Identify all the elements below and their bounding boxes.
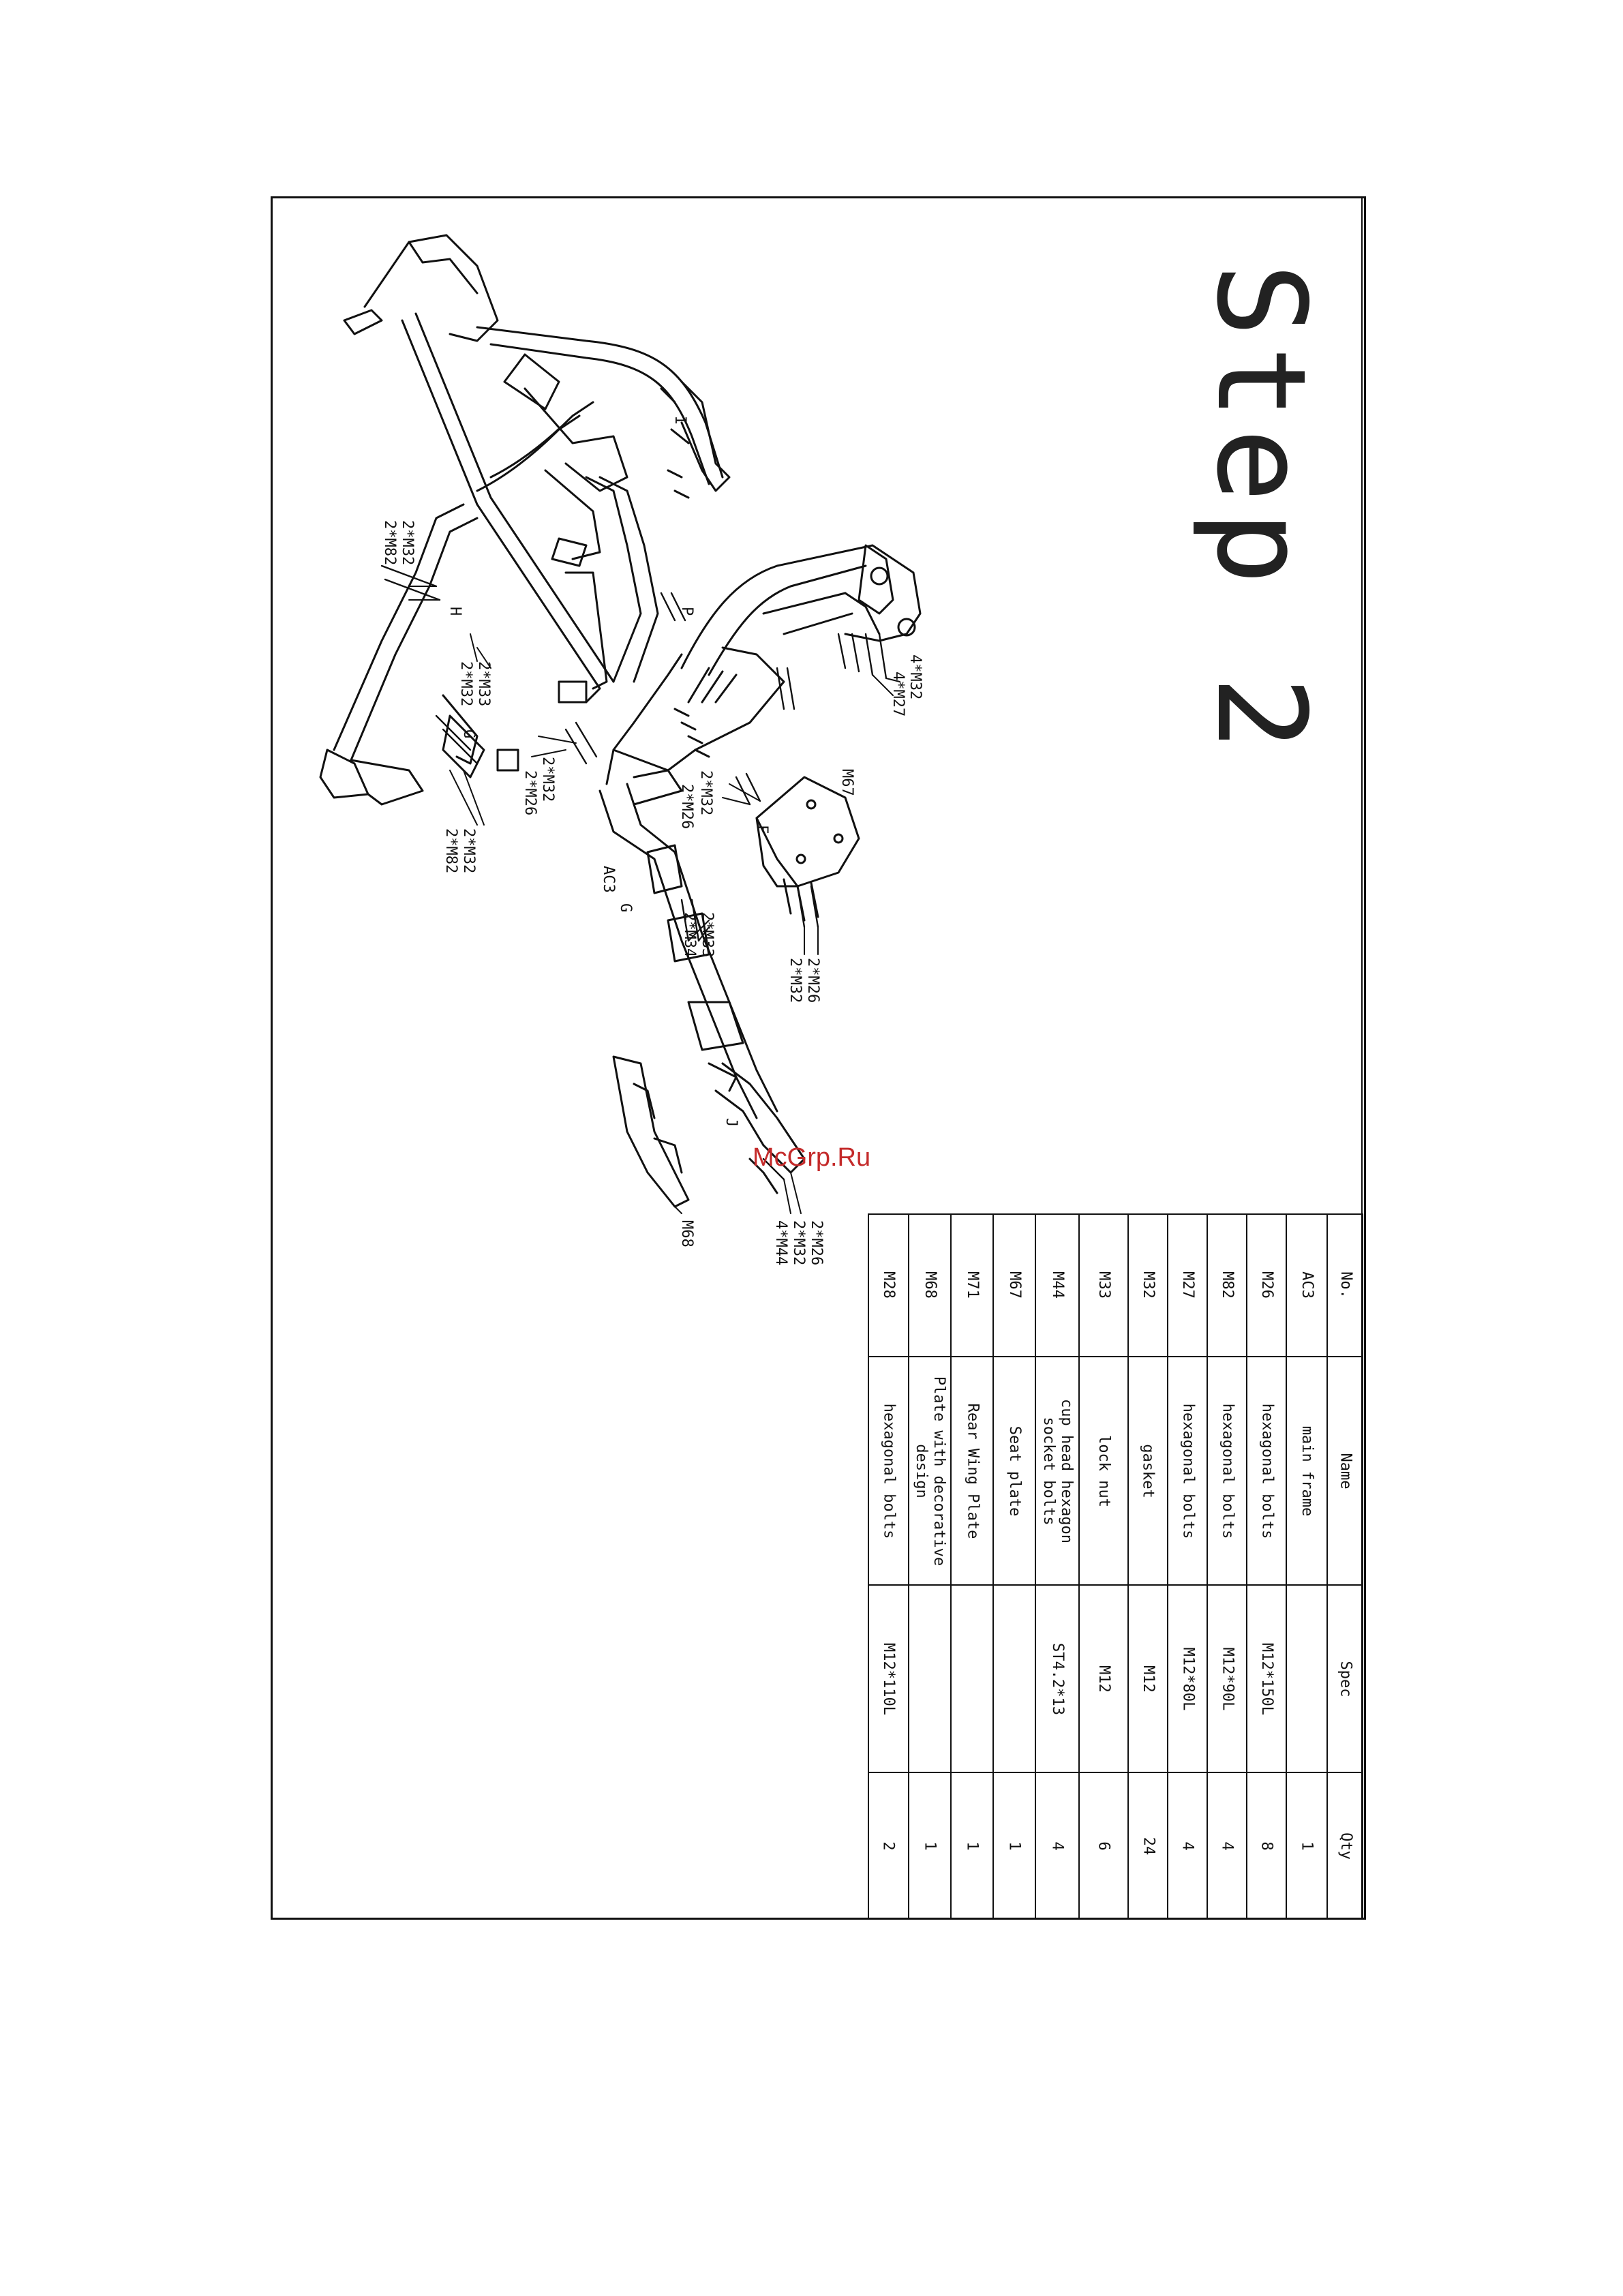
upright-column	[605, 544, 922, 806]
decorative-plate-m68	[612, 1055, 690, 1208]
table-cell-spec	[1286, 1585, 1327, 1772]
table-cell-name: main frame	[1299, 1425, 1316, 1516]
callout-label: 2*M32	[539, 757, 556, 802]
callout-label: 4*M27	[890, 671, 907, 717]
part-letter-label: G	[617, 903, 634, 913]
page-title: Step 2	[1190, 263, 1332, 759]
drawing-sheet-border	[271, 196, 1366, 1920]
callout-label: 2*M26	[804, 958, 821, 1003]
table-cell-name: lock nut	[1095, 1434, 1112, 1507]
table-cell-no: M71	[964, 1271, 981, 1299]
callout-label: 2*M82	[442, 828, 459, 874]
callout-label: 2*M32	[399, 520, 416, 566]
table-cell-no: M67	[1006, 1271, 1023, 1299]
callout-label: 2*M33	[475, 661, 492, 707]
callout-label: M68	[678, 1220, 695, 1248]
table-cell-no: M26	[1258, 1271, 1275, 1299]
table-cell-name: cup head hexagon socket bolts	[1040, 1398, 1076, 1543]
seat-plate-m67	[755, 776, 860, 922]
callout-label: 2*M26	[521, 770, 539, 816]
table-cell-name: hexagonal bolts	[1258, 1403, 1275, 1539]
table-cell-no: M28	[880, 1271, 897, 1299]
callout-label: 2*M34	[681, 912, 698, 958]
table-header-qty: Qty	[1337, 1832, 1354, 1860]
table-cell-name: hexagonal bolts	[1179, 1403, 1196, 1539]
table-cell-name: Seat plate	[1006, 1425, 1024, 1516]
part-letter-label: I	[671, 416, 688, 425]
callout-label: 4*M44	[772, 1220, 789, 1266]
table-cell-spec: M12*80L	[1179, 1647, 1196, 1710]
callout-label: 2*M82	[381, 520, 398, 566]
table-cell-spec	[909, 1585, 951, 1772]
table-cell-qty: 24	[1140, 1837, 1157, 1856]
table-cell-spec: M12	[1095, 1665, 1112, 1693]
table-header-name: Name	[1337, 1453, 1354, 1489]
table-cell-spec: M12	[1140, 1665, 1157, 1693]
callout-label: M67	[838, 769, 855, 796]
table-cell-spec: ST4.2*13	[1049, 1642, 1066, 1715]
table-cell-spec: M12*90L	[1219, 1647, 1236, 1710]
callout-label: 2*M32	[460, 828, 477, 874]
part-letter-label: P	[678, 607, 695, 616]
part-letter-label: F	[753, 825, 770, 834]
base-frame-assembly	[319, 234, 731, 806]
table-cell-no: M68	[922, 1271, 939, 1299]
table-cell-no: AC3	[1299, 1271, 1316, 1299]
inclined-rail	[598, 783, 806, 1194]
parts-table: No. Name Spec Qty AC3 main frame 1 M26 h…	[868, 1213, 1363, 1920]
table-cell-qty: 1	[922, 1841, 939, 1851]
callout-label: 2*M32	[697, 770, 714, 816]
table-cell-qty: 8	[1258, 1841, 1275, 1851]
table-cell-spec: M12*150L	[1258, 1642, 1275, 1715]
watermark-text: McGrp.Ru	[753, 1143, 871, 1172]
table-cell-name: gasket	[1140, 1443, 1157, 1498]
table-cell-qty: 6	[1095, 1841, 1112, 1851]
table-cell-qty: 4	[1049, 1841, 1066, 1851]
parts-table-grid	[868, 1213, 1363, 1920]
table-cell-no: M82	[1219, 1271, 1236, 1299]
callout-label: 2*M26	[678, 784, 695, 830]
part-letter-label: J	[723, 1118, 740, 1128]
table-cell-name: hexagonal bolts	[1219, 1403, 1236, 1539]
part-letter-label: H	[446, 607, 464, 616]
callout-label: 2*M33	[699, 912, 716, 958]
table-cell-spec	[993, 1585, 1035, 1772]
table-cell-no: M32	[1140, 1271, 1157, 1299]
table-cell-name: hexagonal bolts	[880, 1403, 897, 1539]
table-cell-name: Rear Wing Plate	[964, 1403, 981, 1539]
fastener-groups	[380, 564, 888, 1181]
table-cell-no: M27	[1179, 1271, 1196, 1299]
callout-label: 2*M32	[457, 661, 474, 707]
table-cell-qty: 1	[964, 1841, 981, 1851]
table-cell-name: Plate with decorative design	[913, 1376, 947, 1566]
table-cell-qty: 1	[1006, 1841, 1023, 1851]
callout-label: 2*M32	[787, 958, 804, 1003]
table-cell-spec: M12*110L	[880, 1642, 897, 1715]
table-header-spec: Spec	[1337, 1661, 1354, 1697]
table-header-no: No.	[1337, 1271, 1354, 1299]
page-title-area: Step 2	[1159, 263, 1363, 759]
callout-label: 4*M32	[907, 654, 924, 700]
table-cell-qty: 4	[1179, 1841, 1196, 1851]
drawing-sheet-inner-border	[273, 198, 1363, 1918]
table-cell-qty: 2	[880, 1841, 897, 1851]
callout-label: 2*M32	[790, 1220, 807, 1266]
callout-label: AC3	[600, 866, 617, 893]
leader-lines	[408, 586, 900, 1214]
table-cell-qty: 4	[1219, 1841, 1236, 1851]
table-cell-no: M33	[1095, 1271, 1112, 1299]
table-cell-spec	[951, 1585, 993, 1772]
callout-label: 2*M26	[808, 1220, 825, 1266]
part-letter-label: G	[460, 729, 477, 739]
table-cell-no: M44	[1049, 1271, 1066, 1299]
table-cell-qty: 1	[1299, 1841, 1316, 1851]
